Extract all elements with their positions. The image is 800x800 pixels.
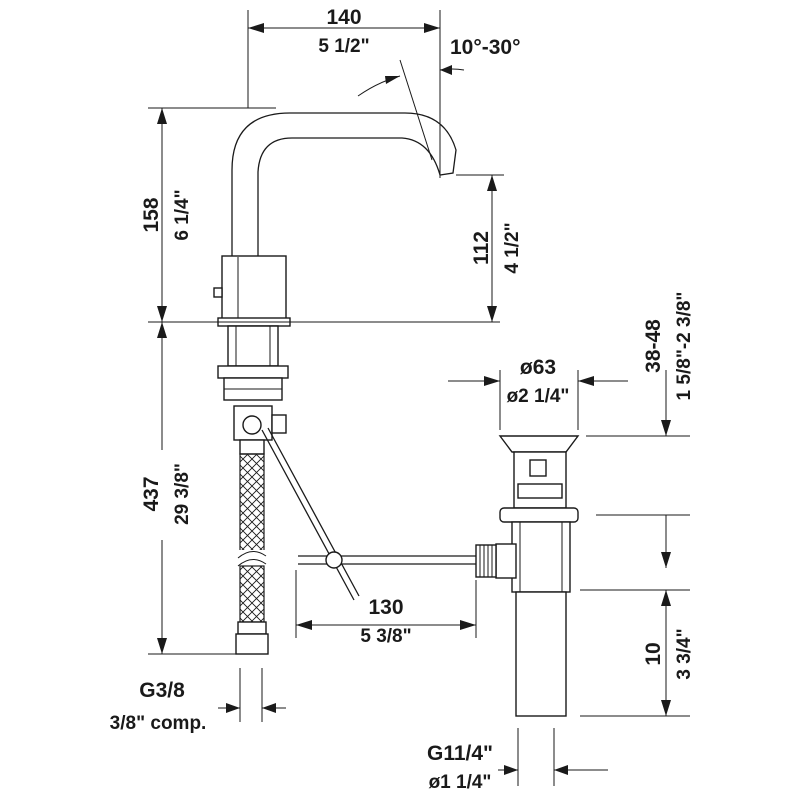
- valve-knob: [242, 415, 262, 435]
- label-tailpiece-length-mm: 10: [642, 642, 665, 665]
- spout: [231, 112, 457, 258]
- drain-rod: [298, 551, 476, 569]
- dim-spout-angle: 10°-30°: [357, 36, 521, 161]
- hose-lower: [239, 565, 265, 623]
- pivot-nut: [475, 544, 497, 578]
- label-hose-comp: 3/8" comp.: [110, 713, 207, 734]
- tailpiece: [515, 591, 567, 717]
- label-rod-length-inch: 5 3/8": [360, 626, 411, 647]
- dim-rod-length: 130 5 3/8": [295, 570, 477, 647]
- dim-spout-height: 112 4 1/2": [456, 174, 523, 322]
- dim-hose-length: 437 29 3/8": [140, 322, 238, 655]
- dim-hose-connection: G3/8 3/8" comp.: [110, 668, 286, 734]
- mounting-nut: [217, 365, 289, 379]
- dim-spout-reach: 140 5 1/2": [247, 6, 441, 178]
- dim-deck-thickness: 38-48 1 5/8"-2 3/8": [586, 292, 695, 437]
- label-drain-top-mm: ø63: [520, 356, 556, 379]
- drain-flange: [498, 435, 580, 453]
- label-spout-reach-mm: 140: [326, 6, 361, 29]
- label-spout-height-inch: 4 1/2": [502, 222, 523, 273]
- drain-nut: [499, 507, 579, 523]
- rod-clip: [325, 551, 343, 569]
- label-drain-top-inch: ø2 1/4": [507, 386, 570, 407]
- lever-stub: [213, 287, 223, 298]
- label-tailpiece-length-inch: 3 3/4": [674, 628, 695, 679]
- faucet-body: [221, 255, 287, 323]
- dim-drain-connection: G11/4" ø1 1/4": [427, 728, 608, 793]
- label-spout-angle: 10°-30°: [450, 36, 521, 59]
- pivot-housing: [495, 543, 517, 579]
- label-drain-inch: ø1 1/4": [429, 772, 492, 793]
- hose-end-fitting: [235, 633, 269, 655]
- label-spout-reach-inch: 5 1/2": [318, 36, 369, 57]
- label-body-height-mm: 158: [140, 197, 163, 232]
- dim-tailpiece-length: 10 3 3/4": [580, 514, 695, 717]
- label-deck-thickness-mm: 38-48: [642, 319, 665, 373]
- label-spout-height-mm: 112: [470, 231, 493, 265]
- label-body-height-inch: 6 1/4": [172, 189, 193, 240]
- pull-rod: [261, 429, 355, 601]
- label-drain-thread: G11/4": [427, 742, 493, 765]
- hose-top-fitting: [239, 439, 265, 455]
- label-rod-length-mm: 130: [368, 596, 403, 619]
- dim-body-height: 158 6 1/4": [140, 107, 500, 323]
- label-deck-thickness-inch: 1 5/8"-2 3/8": [674, 292, 695, 401]
- label-hose-thread: G3/8: [139, 679, 185, 702]
- drain-body: [511, 521, 571, 593]
- popup-drain: [475, 435, 580, 717]
- label-hose-length-mm: 437: [140, 476, 163, 511]
- hose-nut: [237, 621, 267, 635]
- dim-drain-top: ø63 ø2 1/4": [448, 356, 628, 430]
- faucet: [213, 112, 457, 655]
- label-hose-length-inch: 29 3/8": [172, 463, 193, 525]
- hose-upper: [239, 453, 265, 561]
